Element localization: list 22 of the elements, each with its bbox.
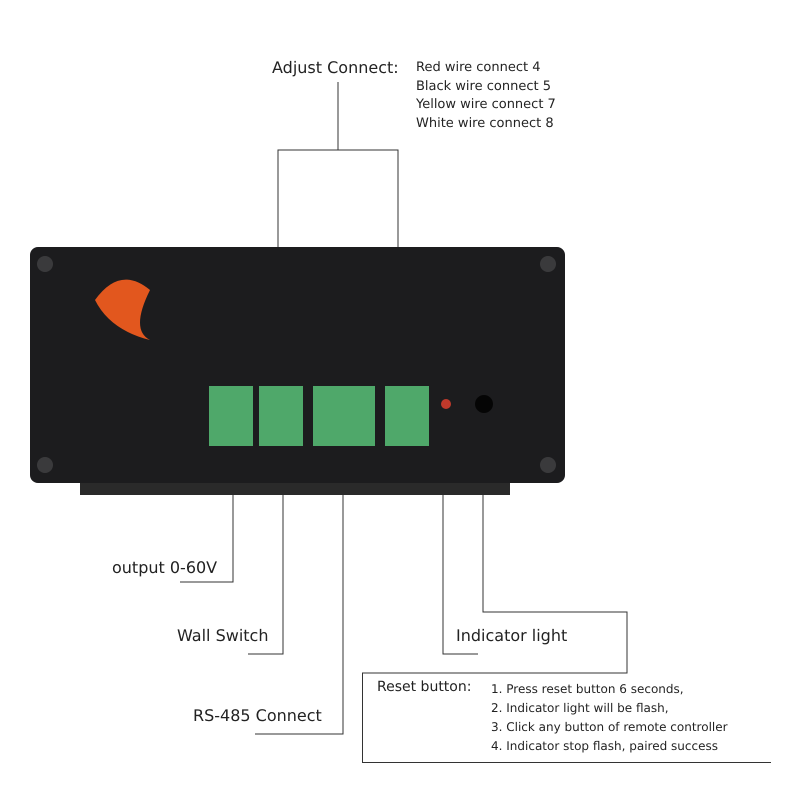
note-frame [362,673,771,763]
leader-line [442,494,478,654]
callout-heading: Adjust Connect: [272,58,399,77]
picture [30,247,565,495]
note-text: Black wire connect 5 [416,78,551,94]
leader-line [248,494,284,654]
note-text: Red wire connect 4 [416,60,540,75]
note-text: 2. Indicator light will be flash, [491,701,669,715]
callout-text: RS-485 Connect [193,706,322,725]
callout-heading: Reset button: [377,679,472,695]
note-text: 1. Press reset button 6 seconds, [491,682,684,696]
callout-text: Indicator light [456,626,568,645]
leader-line [338,82,398,248]
leader-line [180,494,234,582]
note-text: Yellow wire connect 7 [416,97,556,112]
leader-line [362,494,628,674]
leader-line [254,494,344,734]
callout-text: output 0-60V [112,558,218,577]
note-text: White wire connect 8 [416,116,554,130]
note-text: 4. Indicator stop flash, paired success [491,739,718,753]
callout-text: Wall Switch [177,626,268,645]
note-text: 3. Click any button of remote controller [491,720,728,734]
